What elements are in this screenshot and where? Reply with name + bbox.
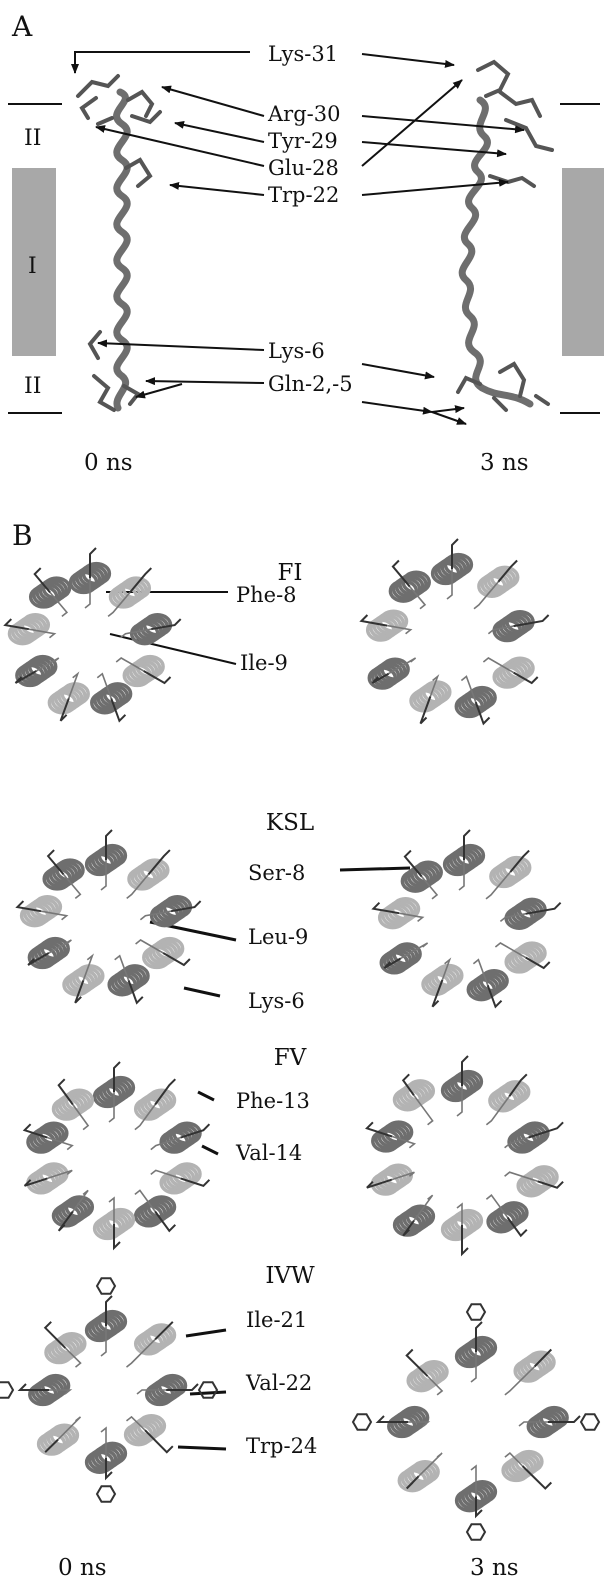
label-val-22: Val-22 xyxy=(245,1371,312,1395)
bundle-fi-3ns xyxy=(361,539,548,724)
bundle-fi-0ns xyxy=(5,548,180,721)
label-lys-6-b: Lys-6 xyxy=(248,989,305,1013)
label-gln-2-5: Gln-2,-5 xyxy=(268,372,353,396)
label-phe-13: Phe-13 xyxy=(236,1089,310,1113)
label-arg-30: Arg-30 xyxy=(267,102,340,126)
label-ile-21: Ile-21 xyxy=(246,1308,307,1332)
bundle-ksl-3ns xyxy=(373,830,560,1007)
label-ser-8: Ser-8 xyxy=(248,861,305,885)
label-tyr-29: Tyr-29 xyxy=(268,129,338,153)
panel-a-letter: A xyxy=(11,10,33,43)
group-title-fv: FV xyxy=(274,1045,307,1071)
time-label-b-left: 0 ns xyxy=(58,1555,107,1581)
aromatic-ring xyxy=(581,1414,599,1430)
aromatic-ring xyxy=(467,1524,485,1540)
label-trp-22: Trp-22 xyxy=(268,183,339,207)
aromatic-ring xyxy=(467,1304,485,1320)
aromatic-ring xyxy=(199,1382,217,1398)
helix-3ns xyxy=(458,62,552,410)
time-label-b-right: 3 ns xyxy=(470,1555,519,1581)
label-trp-24: Trp-24 xyxy=(246,1434,317,1458)
group-title-ksl: KSL xyxy=(266,810,314,836)
label-lys-6: Lys-6 xyxy=(268,339,325,363)
time-label-a-right: 3 ns xyxy=(480,450,529,476)
aromatic-ring xyxy=(97,1278,115,1294)
region-outer-top-label: II xyxy=(24,126,41,151)
label-glu-28: Glu-28 xyxy=(268,156,339,180)
label-lys-31: Lys-31 xyxy=(268,42,338,66)
group-title-ivw: IVW xyxy=(265,1263,315,1289)
panel-b-letter: B xyxy=(12,519,33,552)
time-label-a-left: 0 ns xyxy=(84,450,133,476)
aromatic-ring xyxy=(0,1382,13,1398)
bundle-fv-0ns xyxy=(25,1062,210,1248)
bundle-fv-3ns xyxy=(367,1056,563,1254)
label-leu-9: Leu-9 xyxy=(248,925,308,949)
helix-0ns xyxy=(78,76,160,410)
membrane-core-right xyxy=(562,168,604,356)
aromatic-ring xyxy=(97,1486,115,1502)
label-ile-9: Ile-9 xyxy=(240,651,288,675)
label-val-14: Val-14 xyxy=(235,1141,302,1165)
bundle-ksl-0ns xyxy=(17,830,200,1003)
label-phe-8: Phe-8 xyxy=(236,583,297,607)
bundle-ivw-3ns xyxy=(353,1304,599,1540)
bundle-ivw-0ns xyxy=(0,1278,217,1502)
region-outer-bottom-label: II xyxy=(24,374,41,399)
aromatic-ring xyxy=(353,1414,371,1430)
region-core-label: I xyxy=(28,254,37,279)
